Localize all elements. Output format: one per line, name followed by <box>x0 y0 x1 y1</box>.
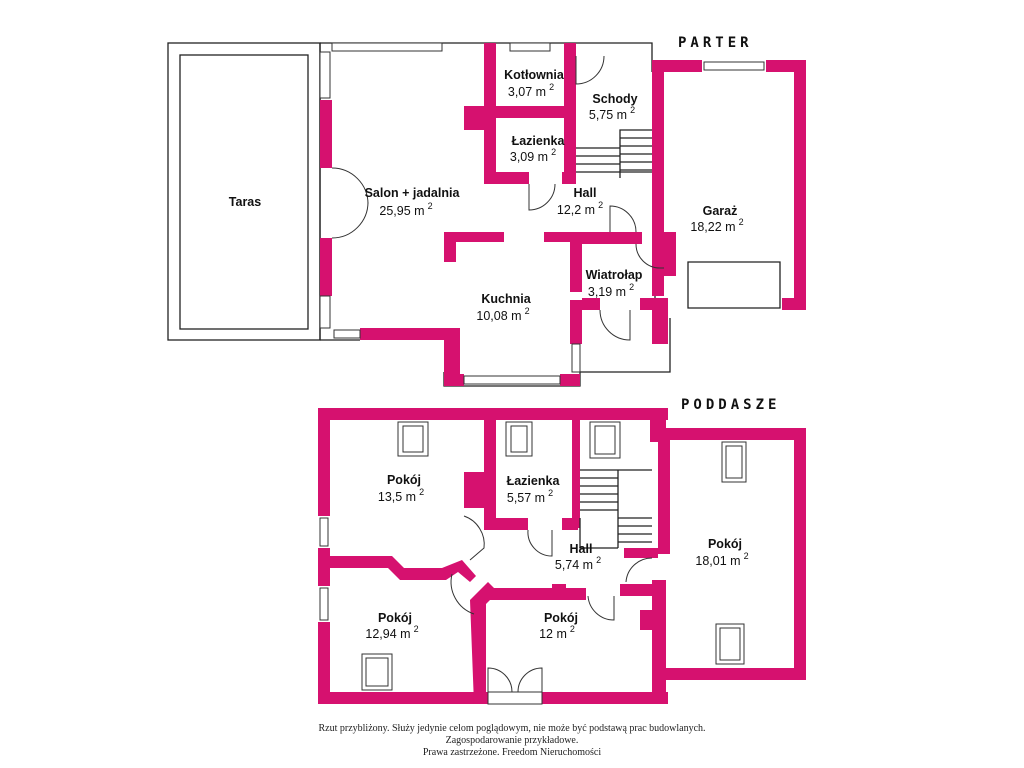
poddasze-stairs <box>579 469 652 549</box>
room-name-pokoj3: Pokój <box>544 611 578 625</box>
poddasze-doors <box>450 515 653 705</box>
room-name-pokoj2: Pokój <box>378 611 412 625</box>
parter-title: PARTER <box>678 35 753 51</box>
parter-stairs <box>576 129 652 178</box>
poddasze-floor: PODDASZE <box>318 397 806 705</box>
room-name-lazienka-gora: Łazienka <box>507 474 561 488</box>
poddasze-windows <box>319 421 747 691</box>
room-name-pokoj1: Pokój <box>387 473 421 487</box>
footer-copyright: Prawa zastrzeżone. Freedom Nieruchomości <box>422 747 602 758</box>
parter-windows <box>319 42 765 385</box>
room-name-pokoj4: Pokój <box>708 537 742 551</box>
parter-doors <box>331 55 664 341</box>
room-name-wiatrolap: Wiatrołap <box>586 268 643 282</box>
poddasze-title: PODDASZE <box>681 397 780 413</box>
taras-outline <box>167 42 321 341</box>
room-name-schody: Schody <box>592 92 637 106</box>
parter-floor: PARTER <box>167 35 806 387</box>
room-name-salon: Salon + jadalnia <box>365 186 461 200</box>
room-name-hall: Hall <box>574 186 597 200</box>
parter-walls <box>320 43 806 386</box>
room-name-taras: Taras <box>229 195 261 209</box>
poddasze-walls <box>318 408 806 704</box>
room-name-kotlownia: Kotłownia <box>504 68 565 82</box>
footer-arrangement: Zagospodarowanie przykładowe. <box>445 735 579 746</box>
taras-inner <box>179 54 309 330</box>
room-name-hall-gora: Hall <box>570 542 593 556</box>
room-name-garaz: Garaż <box>703 204 738 218</box>
room-name-lazienka: Łazienka <box>512 134 566 148</box>
footer-disclaimer: Rzut przybliżony. Służy jedynie celom po… <box>318 723 706 734</box>
room-name-kuchnia: Kuchnia <box>481 292 531 306</box>
